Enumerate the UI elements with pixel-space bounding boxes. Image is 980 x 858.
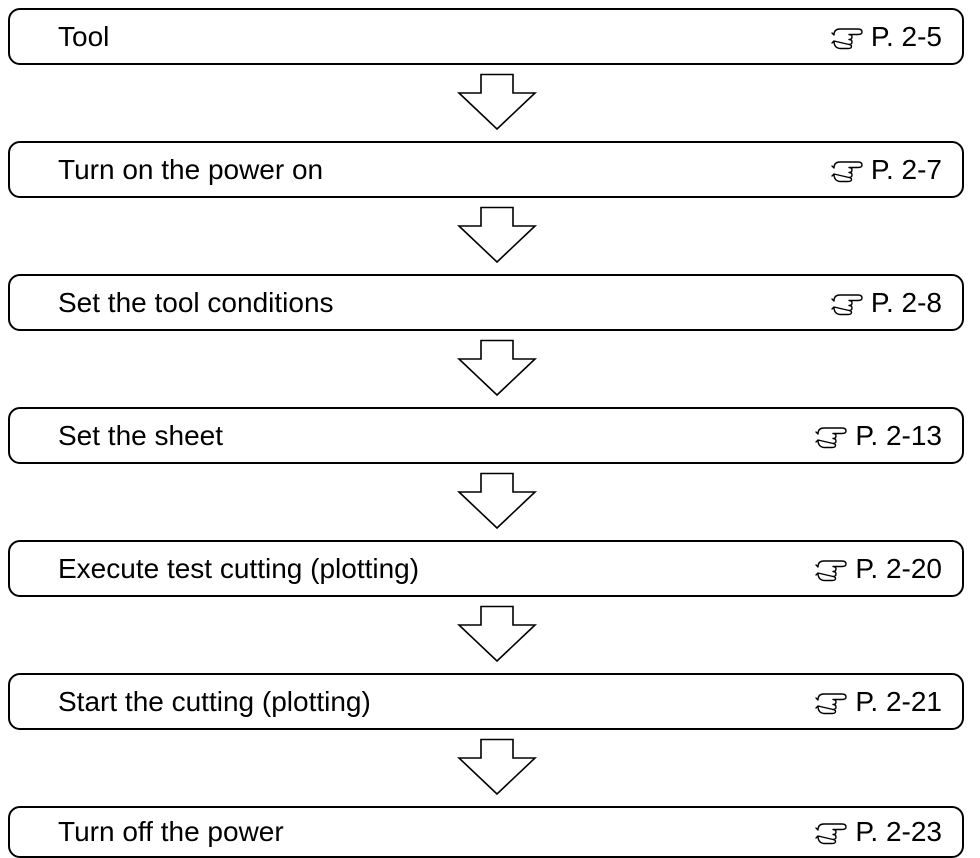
step-box-tool-conditions: Set the tool conditions P. 2-8 xyxy=(8,274,964,331)
step-box-set-sheet: Set the sheet P. 2-13 xyxy=(8,407,964,464)
page-reference[interactable]: P. 2-23 xyxy=(815,818,942,846)
page-number: P. 2-13 xyxy=(855,419,942,451)
page-number: P. 2-20 xyxy=(855,552,942,584)
step-box-test-cutting: Execute test cutting (plotting) P. 2-20 xyxy=(8,540,964,597)
pointing-hand-icon xyxy=(831,157,865,183)
step-box-power-off: Turn off the power P. 2-23 xyxy=(8,806,964,858)
step-label: Turn on the power on xyxy=(58,153,324,185)
page-reference[interactable]: P. 2-20 xyxy=(815,552,942,584)
step-label: Tool xyxy=(58,20,110,52)
step-label: Turn off the power xyxy=(58,816,284,847)
step-box-tool: Tool P. 2-5 xyxy=(8,8,964,65)
pointing-hand-icon xyxy=(815,819,849,845)
step-box-power-on: Turn on the power on P. 2-7 xyxy=(8,141,964,198)
down-arrow-icon xyxy=(457,472,537,530)
page-reference[interactable]: P. 2-5 xyxy=(831,20,942,52)
page-reference[interactable]: P. 2-8 xyxy=(831,286,942,318)
step-label: Execute test cutting (plotting) xyxy=(58,552,420,584)
pointing-hand-icon xyxy=(815,689,849,715)
down-arrow-icon xyxy=(457,73,537,131)
step-label: Set the tool conditions xyxy=(58,286,334,318)
pointing-hand-icon xyxy=(815,423,849,449)
page-number: P. 2-8 xyxy=(870,286,942,318)
down-arrow-icon xyxy=(457,738,537,796)
down-arrow-icon xyxy=(457,339,537,397)
step-box-start-cutting: Start the cutting (plotting) P. 2-21 xyxy=(8,673,964,730)
pointing-hand-icon xyxy=(831,290,865,316)
pointing-hand-icon xyxy=(831,24,865,50)
down-arrow-icon xyxy=(457,605,537,663)
page-number: P. 2-23 xyxy=(855,816,942,847)
page-reference[interactable]: P. 2-7 xyxy=(831,153,942,185)
page-number: P. 2-21 xyxy=(855,685,942,717)
page-number: P. 2-7 xyxy=(870,153,942,185)
step-label: Start the cutting (plotting) xyxy=(58,685,371,717)
page-reference[interactable]: P. 2-13 xyxy=(815,419,942,451)
down-arrow-icon xyxy=(457,206,537,264)
step-label: Set the sheet xyxy=(58,419,224,451)
page-reference[interactable]: P. 2-21 xyxy=(815,685,942,717)
pointing-hand-icon xyxy=(815,556,849,582)
page-number: P. 2-5 xyxy=(870,20,942,52)
